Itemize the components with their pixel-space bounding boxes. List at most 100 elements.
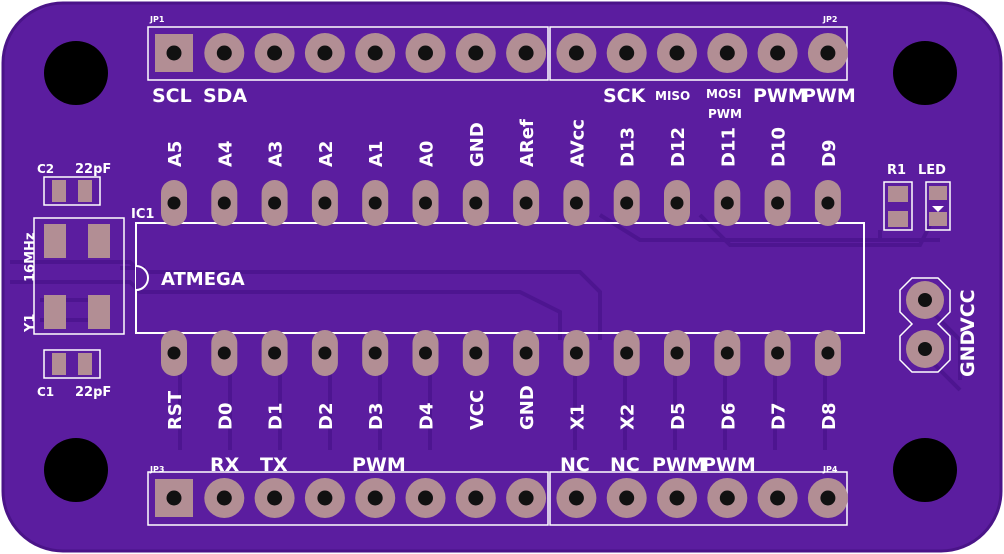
- jp-bottom-hole-5: [367, 490, 383, 506]
- ic-bottom-hole-x2: [620, 346, 634, 360]
- ic-top-hole-a3: [268, 196, 282, 210]
- ic-top-hole-a4: [217, 196, 231, 210]
- jp1-label: JP1: [149, 15, 165, 24]
- ic-bottom-hole-d5: [670, 346, 684, 360]
- crystal-label: 16MHz: [23, 233, 38, 282]
- ic-bottom-hole-vcc: [469, 346, 483, 360]
- led: LED: [918, 163, 951, 231]
- ic-top-hole-aref: [519, 196, 533, 210]
- ic-bottom-label-d0: D0: [215, 403, 236, 430]
- ic1: IC1 ATMEGA: [131, 207, 865, 334]
- ic-top-label-a5: A5: [165, 141, 186, 167]
- capacitor-c1: C1 22pF: [37, 349, 111, 400]
- ic-top-label-a2: A2: [316, 141, 337, 167]
- ic-bottom-label-vcc: VCC: [467, 390, 488, 430]
- ic-bottom-hole-d1: [268, 346, 282, 360]
- ic-bottom-label-d7: D7: [769, 403, 790, 430]
- ic-bottom-hole-d7: [771, 346, 785, 360]
- ic-top-hole-a5: [167, 196, 181, 210]
- ic1-label: IC1: [131, 207, 154, 222]
- ic-bottom-label-x2: X2: [618, 404, 639, 430]
- jp-bottom-hole-7: [468, 490, 484, 506]
- ic1-notch: [135, 265, 149, 291]
- jp-top-hole-8: [518, 45, 534, 61]
- scl-label: SCL: [152, 85, 192, 107]
- jp-top-hole-14: [820, 45, 836, 61]
- jp-bottom-hole-12: [719, 490, 735, 506]
- ic-top-label-a3: A3: [266, 141, 287, 167]
- traces: [10, 213, 962, 450]
- ic-top-hole-d12: [670, 196, 684, 210]
- jp-top-hole-3: [267, 45, 283, 61]
- ic-bottom-hole-x1: [569, 346, 583, 360]
- ic-bottom-hole-d2: [318, 346, 332, 360]
- mosi-pwm-label: PWM: [708, 107, 742, 121]
- ic-top-hole-a2: [318, 196, 332, 210]
- ic-top-hole-avcc: [569, 196, 583, 210]
- sck-label: SCK: [603, 85, 647, 107]
- jp-top-hole-11: [669, 45, 685, 61]
- ic-top-label-a1: A1: [366, 141, 387, 167]
- ic-top-label-avcc: AVcc: [567, 119, 588, 167]
- gnd-label: GND: [957, 330, 979, 377]
- ic-top-label-d13: D13: [618, 127, 639, 167]
- ic-top-label-a0: A0: [417, 141, 438, 167]
- jp-bottom-hole-2: [216, 490, 232, 506]
- crystal-y1: 16MHz Y1: [23, 217, 125, 335]
- ic-top-label-d12: D12: [668, 127, 689, 167]
- ic-bottom-label-d5: D5: [668, 403, 689, 430]
- ic-bottom-label-d3: D3: [366, 403, 387, 430]
- ic-top-hole-a1: [368, 196, 382, 210]
- ic-top-label-aref: ARef: [517, 119, 538, 167]
- ic-top-pads: [161, 180, 841, 226]
- header-bottom: [147, 471, 848, 526]
- ic-bottom-hole-d8: [821, 346, 835, 360]
- ic-top-label-d10: D10: [769, 127, 790, 167]
- pwm-label-d5: PWM: [652, 454, 706, 476]
- mount-hole-bottom-left: [44, 438, 108, 502]
- jp-bottom-hole-3: [267, 490, 283, 506]
- pwm-label-d3: PWM: [352, 454, 406, 476]
- r1-label: R1: [887, 163, 906, 178]
- tx-label: TX: [260, 454, 288, 476]
- jp-bottom-hole-8: [518, 490, 534, 506]
- resistor-r1: R1: [883, 163, 913, 231]
- jp-bottom-hole-1: [166, 490, 182, 506]
- ic-bottom-label-d4: D4: [417, 403, 438, 430]
- jp-top-hole-6: [418, 45, 433, 61]
- nc-label-x1: NC: [560, 454, 590, 476]
- ic-top-label-d9: D9: [819, 140, 840, 167]
- jp-top-hole-13: [770, 45, 786, 61]
- ic-top-hole-d10: [771, 196, 785, 210]
- c1-value: 22pF: [75, 385, 111, 400]
- jp-bottom-hole-10: [619, 490, 635, 506]
- c2-label: C2: [37, 162, 54, 176]
- sda-label: SDA: [203, 85, 247, 107]
- vcc-label: VCC: [957, 289, 979, 332]
- miso-label: MISO: [655, 89, 690, 103]
- jp-top-hole-7: [468, 45, 484, 61]
- jp4-label: JP4: [822, 465, 838, 474]
- ic-bottom-hole-d3: [368, 346, 382, 360]
- jp-bottom-hole-6: [418, 490, 433, 506]
- pwm-label-d6: PWM: [702, 454, 756, 476]
- ic-bottom-hole-d0: [217, 346, 231, 360]
- jp-top-hole-5: [367, 45, 383, 61]
- jp3-label: JP3: [149, 465, 164, 474]
- jp-top-hole-10: [619, 45, 635, 61]
- mount-hole-bottom-right: [893, 438, 957, 502]
- header-top: [147, 26, 848, 81]
- ic-top-label-gnd: GND: [467, 122, 488, 167]
- ic-top-hole-a0: [419, 196, 432, 210]
- jp-bottom-hole-11: [669, 490, 685, 506]
- power-header: GND VCC: [899, 277, 979, 377]
- ic-bottom-label-d8: D8: [819, 403, 840, 430]
- ic-bottom-label-d2: D2: [316, 403, 337, 430]
- ic-bottom-label-gnd: GND: [517, 385, 538, 430]
- ic-top-hole-d11: [720, 196, 734, 210]
- ic-bottom-pads: [161, 330, 841, 376]
- jp-bottom-hole-13: [770, 490, 786, 506]
- jp-top-hole-9: [568, 45, 584, 61]
